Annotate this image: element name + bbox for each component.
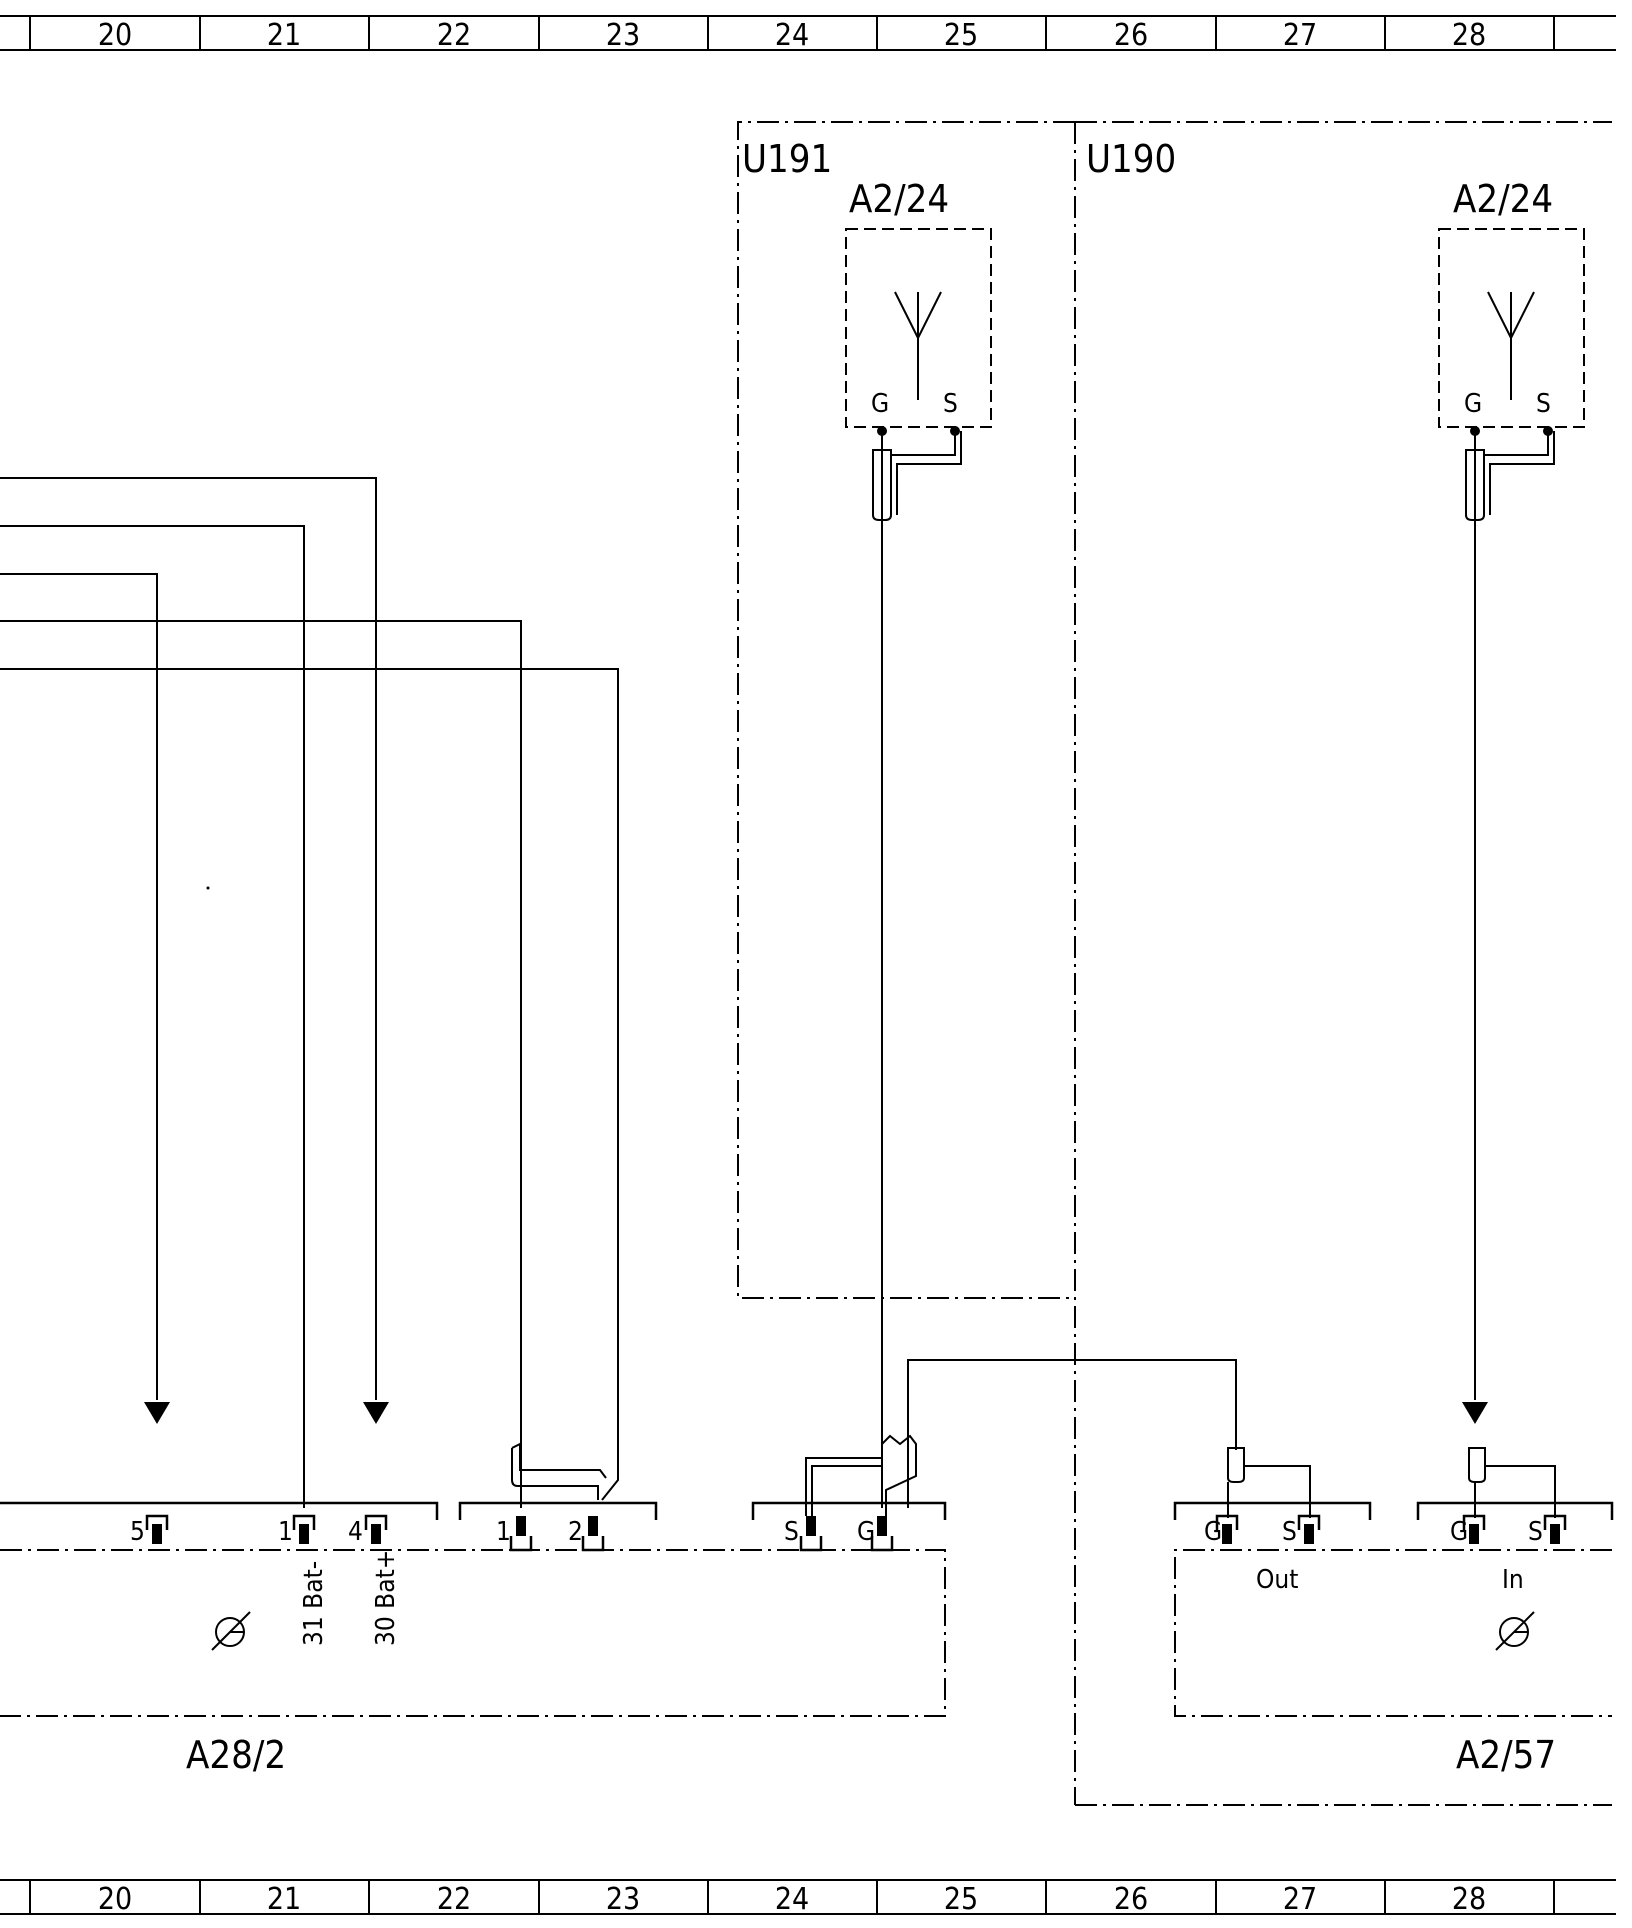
grid-col-21-top: 21 [267,18,301,53]
grid-col-21-bottom: 21 [267,1882,301,1917]
module-a2-57-label: A2/57 [1456,1733,1556,1777]
grid-ruler-top: 20 21 22 23 24 25 26 27 28 [0,15,1616,53]
grid-col-24-top: 24 [775,18,809,53]
svg-text:G: G [1204,1517,1222,1547]
grid-col-28-top: 28 [1452,18,1486,53]
antenna-left-label: A2/24 [849,177,949,221]
grid-col-20-top: 20 [98,18,132,53]
antenna-right-pin-g: G [1464,389,1482,419]
module-a2-57: G S G S Out In A2/57 [1173,1447,1614,1777]
antenna-right-component: A2/24 G S [1438,177,1585,1424]
antenna-icon [1487,291,1535,400]
svg-text:1: 1 [278,1517,293,1547]
feed-wires [0,477,619,1508]
stray-dot [206,886,210,890]
grid-col-22-top: 22 [437,18,471,53]
svg-text:1: 1 [496,1517,511,1547]
a28-pin-1b: 1 [496,1516,533,1552]
unit-frame-u191: U191 [737,121,1075,1299]
a2-57-in-label: In [1502,1565,1524,1595]
unit-frame-u190: U190 [1074,121,1612,1806]
antenna-left-component: A2/24 G S [845,177,992,1508]
antenna-right-label: A2/24 [1453,177,1553,221]
module-a28-2-label: A28/2 [186,1733,286,1777]
svg-text:G: G [1450,1517,1468,1547]
grid-col-27-bottom: 27 [1283,1882,1317,1917]
a28-pin-g: G [857,1516,894,1552]
grid-col-25-top: 25 [944,18,978,53]
svg-text:4: 4 [348,1517,363,1547]
a2-57-pin-s-in: S [1528,1514,1567,1547]
svg-text:S: S [784,1517,799,1547]
a28-pin-s: S [784,1516,823,1552]
svg-text:S: S [1282,1517,1297,1547]
antenna-left-pin-g: G [871,389,889,419]
svg-text:G: G [857,1517,875,1547]
a2-57-pin-s-out: S [1282,1514,1321,1547]
a2-57-pin-g-in: G [1450,1514,1486,1547]
svg-text:2: 2 [568,1517,583,1547]
reference-ground-icon [211,1611,251,1651]
unit-label-u190: U190 [1086,137,1176,181]
module-a28-2: 5 1 4 1 2 S G [0,1434,947,1777]
a2-57-out-label: Out [1256,1565,1298,1595]
grid-col-26-bottom: 26 [1114,1882,1148,1917]
svg-text:5: 5 [130,1517,145,1547]
antenna-left-pin-s: S [943,389,958,419]
grid-col-23-top: 23 [606,18,640,53]
a28-func-30: 30 Bat+ [371,1550,401,1646]
a28-pin-1: 1 [278,1514,316,1547]
antenna-right-pin-s: S [1536,389,1551,419]
svg-text:S: S [1528,1517,1543,1547]
a28-pin-4: 4 [348,1514,388,1547]
crossover-wire [907,1359,1237,1508]
unit-label-u191: U191 [742,137,832,181]
grid-col-22-bottom: 22 [437,1882,471,1917]
antenna-icon [894,291,942,400]
a28-pin-5: 5 [130,1514,169,1547]
grid-col-27-top: 27 [1283,18,1317,53]
grid-col-24-bottom: 24 [775,1882,809,1917]
a28-pin-2: 2 [568,1516,605,1552]
reference-ground-icon [1495,1611,1535,1651]
grid-col-20-bottom: 20 [98,1882,132,1917]
grid-ruler-bottom: 20 21 22 23 24 25 26 27 28 [0,1879,1616,1917]
grid-col-26-top: 26 [1114,18,1148,53]
grid-col-23-bottom: 23 [606,1882,640,1917]
a2-57-pin-g-out: G [1204,1514,1239,1547]
grid-col-25-bottom: 25 [944,1882,978,1917]
grid-col-28-bottom: 28 [1452,1882,1486,1917]
a28-func-31: 31 Bat- [299,1561,329,1646]
